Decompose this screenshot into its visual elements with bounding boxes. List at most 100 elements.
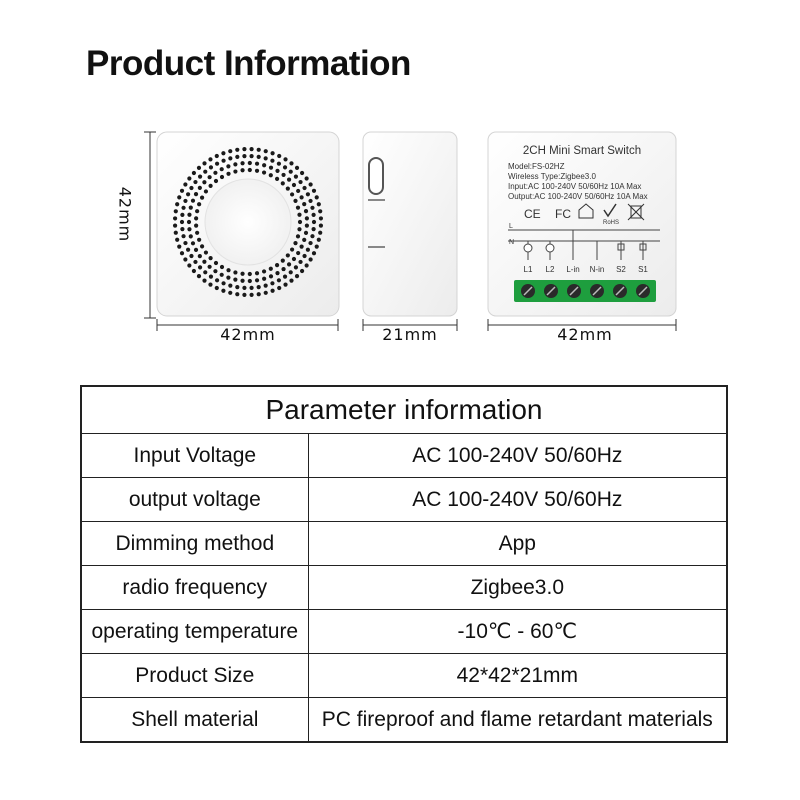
speaker-dot xyxy=(208,157,213,162)
ce-mark-icon: CE xyxy=(524,207,541,221)
speaker-dot xyxy=(240,161,245,166)
speaker-dot xyxy=(291,182,297,188)
param-label: Input Voltage xyxy=(80,433,309,478)
speaker-dot xyxy=(263,290,268,295)
speaker-dot xyxy=(254,161,260,166)
speaker-dot xyxy=(221,151,226,156)
speaker-dot xyxy=(228,156,233,161)
speaker-dot xyxy=(311,219,317,225)
speaker-dot xyxy=(242,292,247,298)
speaker-dot xyxy=(282,274,288,279)
speaker-dot xyxy=(304,263,309,268)
speaker-dot xyxy=(240,271,245,276)
speaker-dot xyxy=(263,149,268,154)
speaker-dot xyxy=(275,168,280,173)
speaker-dot xyxy=(242,154,247,159)
speaker-dot xyxy=(318,209,323,214)
speaker-dot xyxy=(197,237,202,242)
param-value: 42*42*21mm xyxy=(307,653,728,698)
speaker-dot xyxy=(296,188,301,194)
speaker-dot xyxy=(214,153,219,159)
height-dimension-line xyxy=(144,131,156,319)
fc-mark-icon: FC xyxy=(555,207,571,221)
speaker-dot xyxy=(226,164,231,169)
rohs-mark-icon: RoHS xyxy=(603,220,619,226)
speaker-dot xyxy=(310,205,315,210)
speaker-dot xyxy=(187,227,192,232)
wire-l-label: L xyxy=(509,223,513,230)
speaker-dot xyxy=(208,282,213,287)
speaker-dot xyxy=(187,263,192,268)
speaker-dot xyxy=(290,247,295,252)
screw-slot xyxy=(592,286,602,296)
speaker-dot xyxy=(290,192,295,197)
speaker-dot xyxy=(291,256,297,262)
speaker-dot xyxy=(213,170,218,175)
speaker-dot xyxy=(299,195,304,200)
speaker-dot xyxy=(288,169,293,174)
speaker-dot xyxy=(276,161,282,166)
speaker-dot xyxy=(189,253,194,259)
terminal-label: N-in xyxy=(590,265,605,274)
speaker-dot xyxy=(240,168,245,173)
table-row: radio frequency Zigbee3.0 xyxy=(80,565,728,610)
speaker-dot xyxy=(314,195,319,200)
terminal-label: S2 xyxy=(616,265,626,274)
speaker-dot xyxy=(289,278,294,283)
speaker-dot xyxy=(195,209,200,214)
param-value: AC 100-240V 50/60Hz xyxy=(307,433,728,478)
speaker-dot xyxy=(183,198,188,204)
speaker-dot xyxy=(270,288,275,293)
speaker-dot xyxy=(283,157,288,162)
speaker-dot xyxy=(193,179,198,185)
speaker-dot xyxy=(194,216,199,221)
rohs-check-icon xyxy=(603,203,617,218)
speaker-dot xyxy=(293,198,298,203)
speaker-dot xyxy=(299,268,305,274)
speaker-dot xyxy=(262,276,267,281)
speaker-dot xyxy=(173,209,178,214)
speaker-dot xyxy=(208,165,214,170)
param-label: Product Size xyxy=(80,653,309,698)
speaker-dot xyxy=(249,146,254,152)
speaker-dot xyxy=(318,230,323,235)
screw-slot xyxy=(546,286,556,296)
speaker-dot xyxy=(197,265,203,270)
speaker-dot xyxy=(191,170,197,176)
speaker-dot xyxy=(295,205,301,210)
param-label: Shell material xyxy=(80,697,309,743)
speaker-dot xyxy=(226,268,231,273)
speaker-dot xyxy=(247,271,252,277)
speaker-dot xyxy=(213,269,218,274)
speaker-dot xyxy=(308,182,313,187)
speaker-dot xyxy=(288,270,293,275)
speaker-dot xyxy=(196,165,202,171)
speaker-dot xyxy=(303,230,309,235)
terminal-label: L2 xyxy=(546,265,555,274)
speaker-dot xyxy=(193,259,198,265)
table-row: Input Voltage AC 100-240V 50/60Hz xyxy=(80,433,728,478)
speaker-dot xyxy=(296,250,301,256)
speaker-dot xyxy=(203,270,208,275)
speaker-dot xyxy=(221,158,226,163)
speaker-dot xyxy=(298,179,303,185)
speaker-dot xyxy=(189,185,194,191)
speaker-dot xyxy=(302,237,307,242)
speaker-dot xyxy=(219,167,224,172)
speaker-dot xyxy=(256,147,261,152)
table-header: Parameter information xyxy=(80,385,728,434)
speaker-dot xyxy=(207,264,212,269)
speaker-dot xyxy=(175,202,180,207)
speaker-dot xyxy=(219,174,225,180)
speaker-dot xyxy=(179,251,185,256)
speaker-dot xyxy=(268,165,274,170)
speaker-dot xyxy=(297,212,302,217)
table-row: Shell material PC fireproof and flame re… xyxy=(80,697,728,743)
speaker-dot xyxy=(310,234,315,239)
product-illustration: 2CH Mini Smart Switch Model:FS-02HZ Wire… xyxy=(144,131,677,331)
wire-n-label: N xyxy=(509,239,514,246)
width-dimension-lines xyxy=(156,319,677,331)
speaker-dot xyxy=(295,234,301,239)
home-icon xyxy=(578,203,594,219)
speaker-dot xyxy=(208,256,213,261)
